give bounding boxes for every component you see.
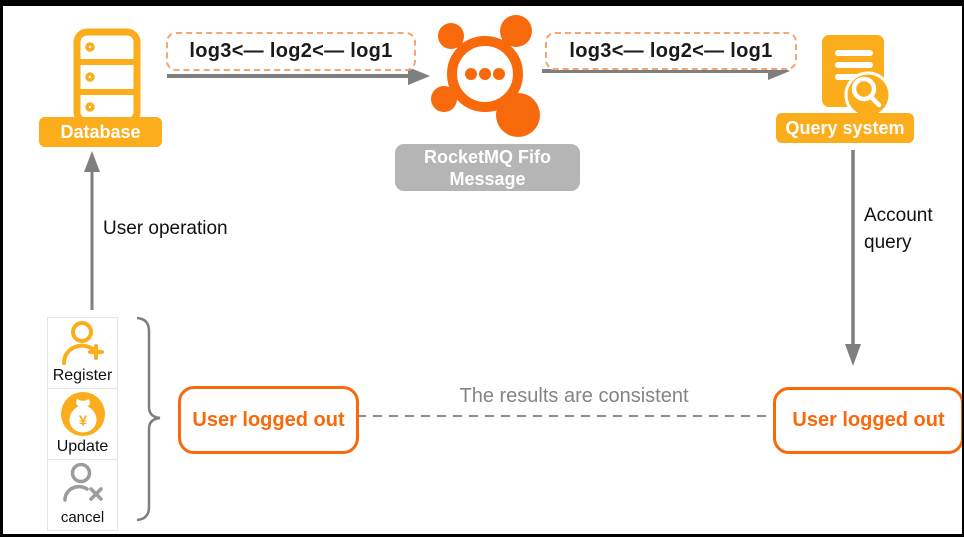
operation-register-label: Register [52, 367, 113, 384]
user-remove-icon [62, 463, 103, 502]
border-frame-bottom [0, 534, 964, 537]
operations-brace [136, 316, 161, 522]
user-operation-label: User operation [103, 218, 228, 239]
arrow-user-operation [84, 151, 100, 310]
user-logged-out-box-left: User logged out [178, 386, 359, 454]
operation-cancel: cancel [47, 459, 118, 531]
yen-glyph: ¥ [78, 413, 87, 430]
rocketmq-label: RocketMQ Fifo Message [395, 144, 580, 191]
database-icon [73, 28, 141, 126]
border-frame-top [0, 0, 964, 6]
log-order-box-right: log3<— log2<— log1 [545, 32, 797, 70]
border-frame-left [0, 0, 3, 537]
border-frame-right [962, 0, 964, 537]
account-query-label: Account query [864, 205, 933, 253]
rocketmq-icon [431, 15, 540, 137]
operation-register: Register [47, 317, 118, 389]
log-order-box-left: log3<— log2<— log1 [166, 32, 416, 71]
rocketmq-label-line2: Message [449, 168, 526, 189]
database-label: Database [39, 117, 162, 147]
operation-update-label: Update [56, 438, 109, 455]
operation-update: ¥ Update [47, 388, 118, 460]
user-logged-out-box-right: User logged out [773, 387, 964, 454]
operation-cancel-label: cancel [60, 509, 105, 526]
query-system-icon [822, 35, 892, 119]
arrow-account-query [845, 150, 861, 366]
rocketmq-label-line1: RocketMQ Fifo [423, 146, 551, 167]
query-system-label: Query system [776, 113, 914, 143]
consistency-label: The results are consistent [459, 385, 689, 407]
money-bag-icon: ¥ [60, 392, 105, 436]
user-operations-list: Register ¥ Update cancel [47, 317, 118, 531]
user-add-icon [61, 321, 104, 365]
